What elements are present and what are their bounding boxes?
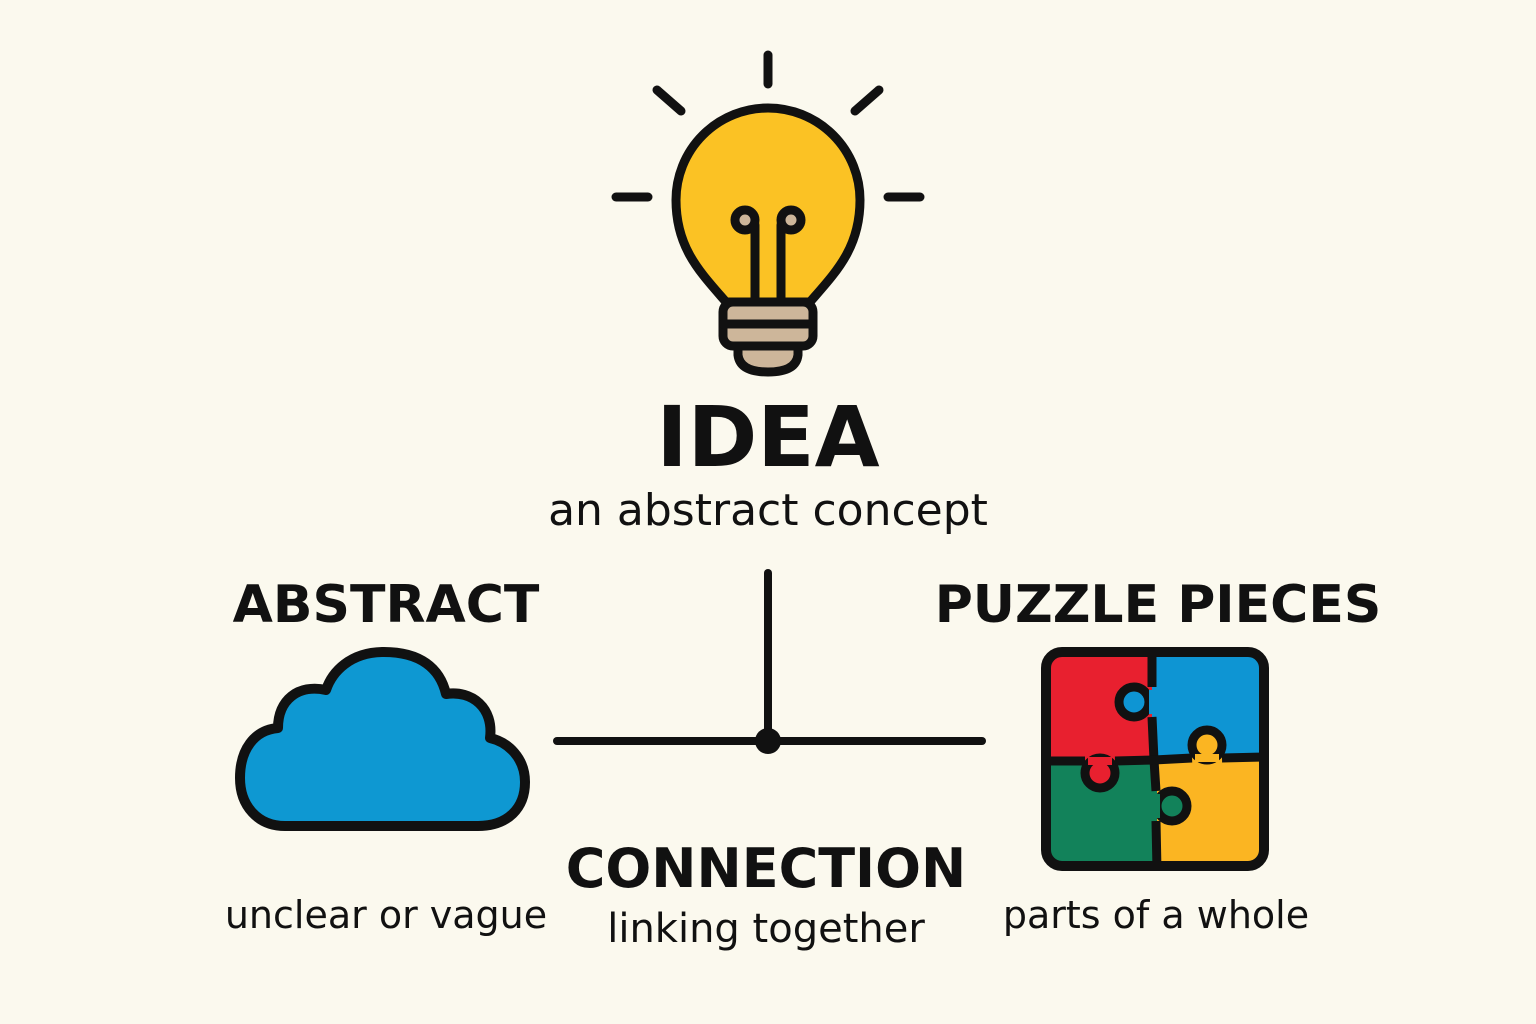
connection-heading: CONNECTION [566, 837, 966, 900]
puzzle-heading: PUZZLE PIECES [935, 575, 1382, 635]
main-title: IDEA [656, 388, 879, 486]
puzzle-caption: parts of a whole [1003, 893, 1309, 937]
connection-node [755, 728, 781, 754]
main-subtitle: an abstract concept [548, 485, 988, 536]
abstract-heading: ABSTRACT [233, 575, 540, 635]
cloud-icon [235, 647, 530, 831]
connection-caption: linking together [607, 906, 925, 952]
puzzle-icon [1041, 647, 1269, 871]
connector-lines [553, 569, 986, 745]
abstract-caption: unclear or vague [225, 893, 547, 937]
lightbulb-icon [611, 50, 925, 377]
